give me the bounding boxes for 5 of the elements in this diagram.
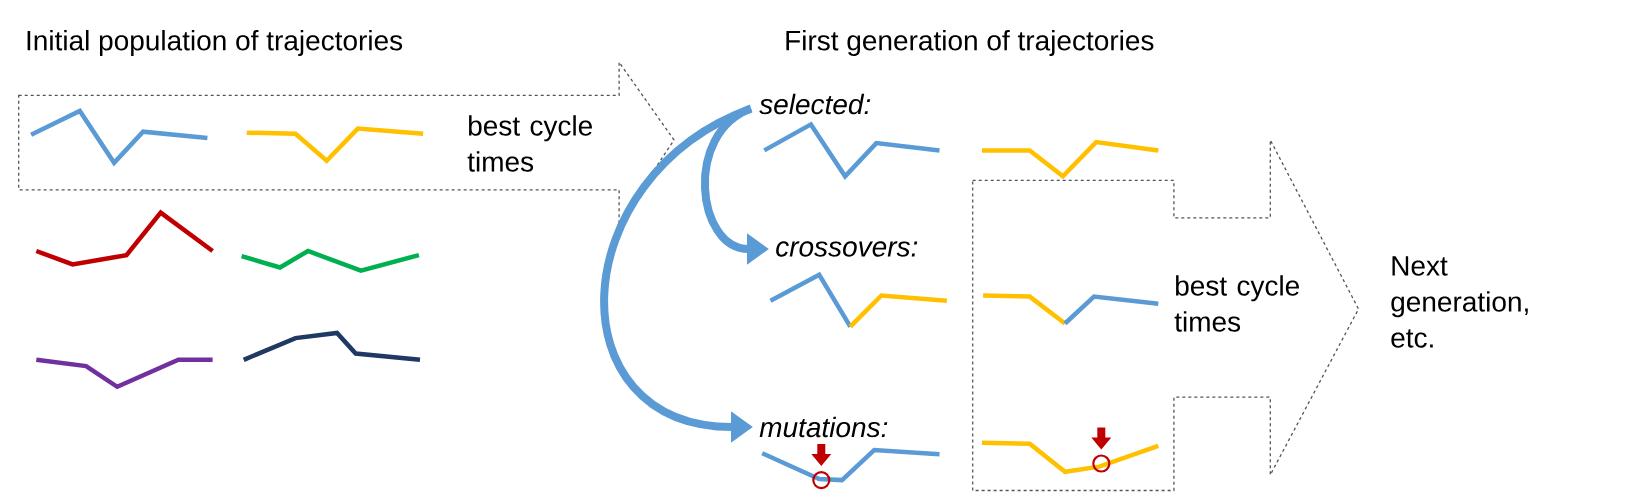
text-label: Next generation, etc. bbox=[1391, 256, 1528, 348]
row-label: mutations: bbox=[759, 416, 888, 438]
row-label: selected: bbox=[759, 93, 871, 115]
row-label: crossovers: bbox=[776, 241, 918, 257]
heading: First generation of trajectories bbox=[786, 29, 1154, 57]
